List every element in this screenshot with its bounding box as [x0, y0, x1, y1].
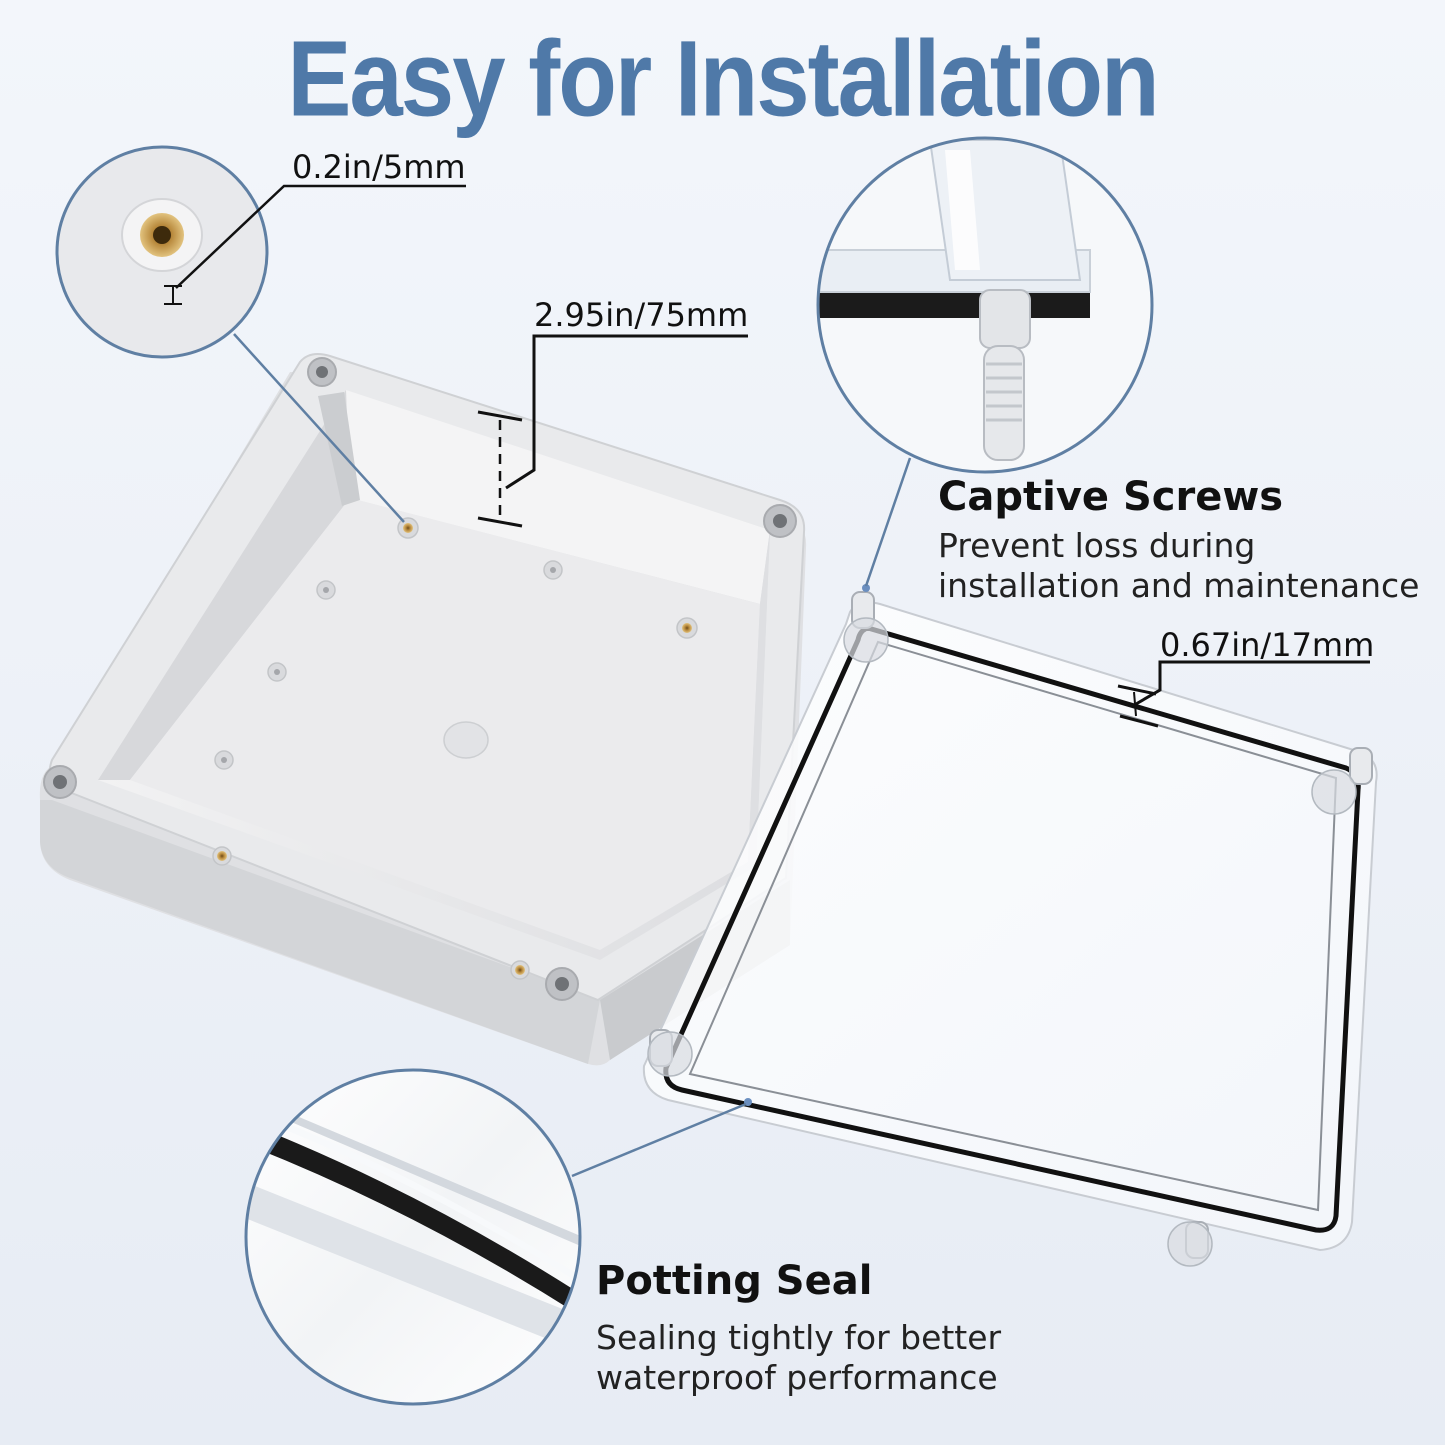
captive-screws-desc-line: installation and maintenance — [938, 566, 1420, 605]
insert-callout — [55, 145, 466, 359]
captive-screw-callout — [816, 136, 1154, 474]
box-depth-label: 2.95in/75mm — [534, 296, 749, 334]
enclosure-box — [39, 353, 807, 1066]
captive-screws-description: Prevent loss during installation and mai… — [938, 526, 1419, 606]
page-headline: Easy for Installation — [287, 19, 1159, 139]
lid-depth-label: 0.67in/17mm — [1160, 626, 1375, 664]
potting-seal-desc-line: waterproof performance — [596, 1358, 998, 1397]
callout-lines — [233, 333, 912, 1178]
captive-screws-desc-line: Prevent loss during — [938, 526, 1256, 565]
potting-seal-title: Potting Seal — [596, 1258, 873, 1304]
insert-depth-label: 0.2in/5mm — [292, 148, 466, 186]
potting-seal-desc-line: Sealing tightly for better — [596, 1318, 1002, 1357]
potting-seal-callout — [244, 1068, 582, 1406]
lid-depth-indicator — [1117, 660, 1370, 728]
potting-seal-description: Sealing tightly for better waterproof pe… — [596, 1318, 1001, 1398]
captive-screws-title: Captive Screws — [938, 474, 1284, 520]
transparent-lid — [642, 584, 1378, 1267]
box-depth-indicator — [477, 334, 748, 528]
